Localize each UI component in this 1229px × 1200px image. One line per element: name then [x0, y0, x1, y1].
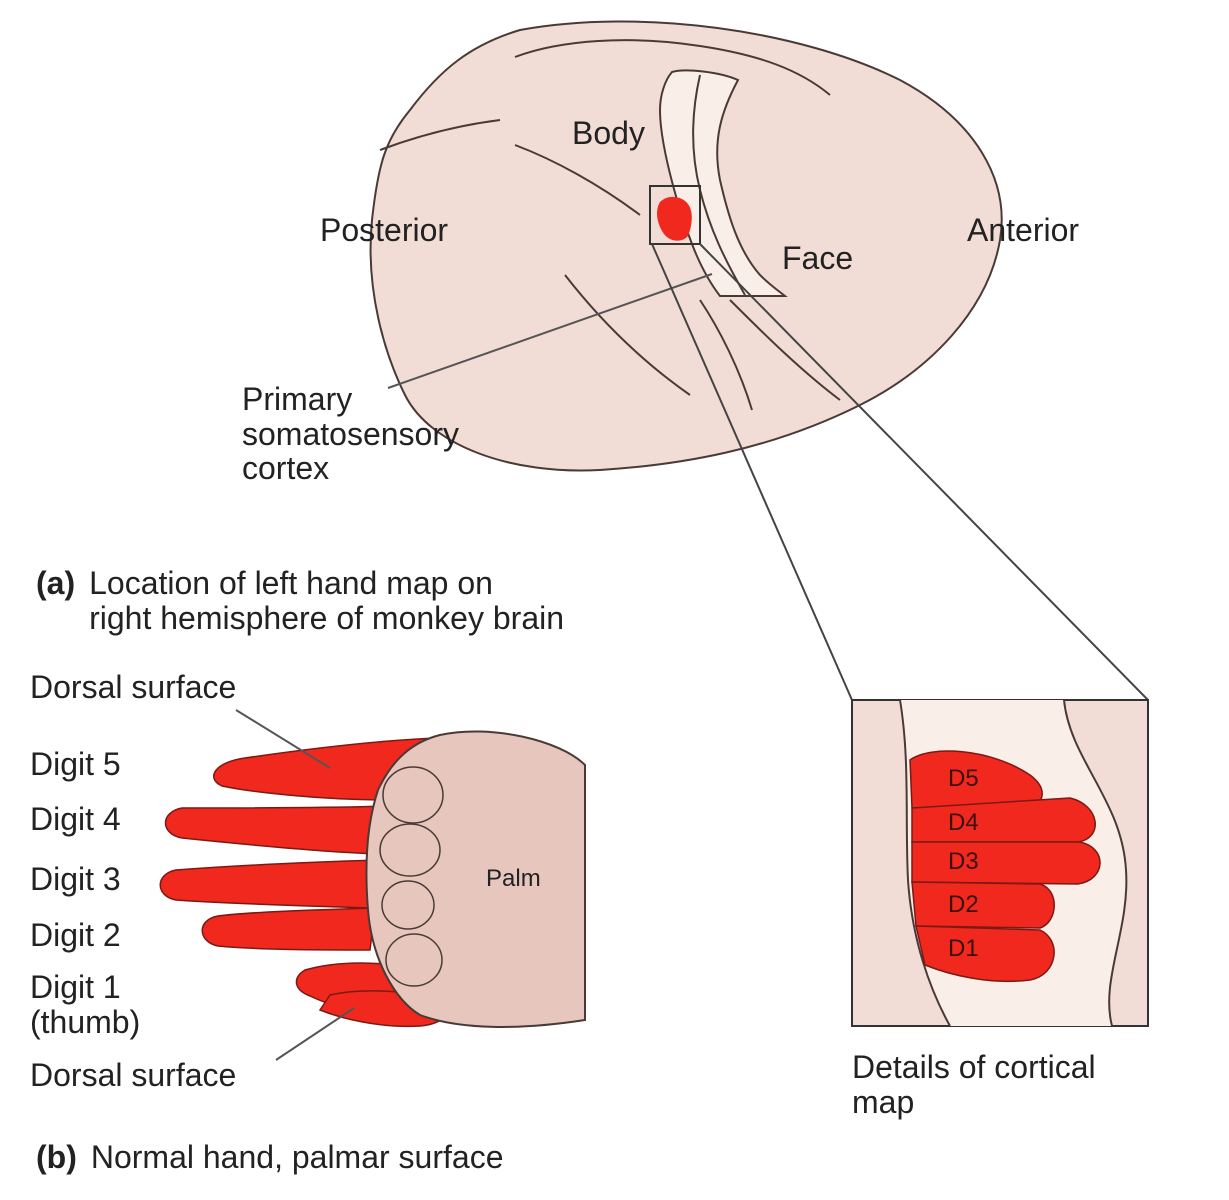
label-posterior: Posterior	[320, 212, 449, 248]
label-digit-1-thumb: Digit 1 (thumb)	[30, 969, 141, 1040]
finger-2	[201, 907, 376, 951]
map-label-d3: D3	[948, 848, 979, 875]
map-d3	[911, 841, 1101, 885]
brain-illustration	[369, 20, 1003, 472]
dorsal-top-leader	[235, 709, 331, 769]
map-d1	[915, 925, 1055, 983]
lower-sulcus-3	[729, 299, 841, 401]
caption-a: (a) Location of left hand map on right h…	[36, 565, 565, 637]
finger-4	[164, 805, 391, 855]
pad-5	[382, 766, 444, 824]
caption-cortical-map: Details of cortical map	[852, 1049, 1096, 1120]
lower-sulcus-2	[699, 299, 753, 411]
label-digit-4: Digit 4	[30, 801, 121, 837]
caption-b: (b) Normal hand, palmar surface	[36, 1139, 504, 1175]
label-dorsal-surface-top: Dorsal surface	[30, 669, 237, 705]
pad-3	[381, 880, 435, 930]
zoom-line-left	[651, 243, 853, 701]
dorsal-bottom-leader	[275, 1007, 355, 1061]
label-dorsal-surface-bottom: Dorsal surface	[30, 1057, 237, 1093]
label-face: Face	[782, 240, 854, 276]
label-palm: Palm	[486, 865, 541, 892]
map-label-d1: D1	[948, 935, 979, 962]
zoom-line-right	[699, 243, 1149, 701]
posterior-sulcus	[514, 144, 641, 216]
brain-outline	[369, 20, 1003, 472]
caption-a-text: Location of left hand map on right hemis…	[89, 565, 565, 637]
caption-b-text: Normal hand, palmar surface	[90, 1139, 504, 1175]
cortical-boundary-right	[1063, 699, 1128, 1027]
hand-illustration	[159, 709, 586, 1061]
map-label-d4: D4	[948, 809, 979, 836]
caption-b-letter: (b)	[36, 1139, 77, 1175]
brain-dorsal-ridge	[379, 119, 501, 151]
cortex-leader-line	[387, 273, 713, 389]
finger-3	[159, 859, 381, 909]
label-anterior: Anterior	[967, 212, 1080, 248]
pad-4	[379, 823, 441, 877]
label-digit-2: Digit 2	[30, 917, 121, 953]
label-body: Body	[572, 115, 645, 151]
map-label-d5: D5	[948, 765, 979, 792]
cortical-map-detail	[851, 699, 1149, 1027]
map-d2	[911, 881, 1055, 929]
hand-map-blob	[657, 196, 692, 241]
brain-top-fold	[514, 39, 831, 96]
cortex-strip	[658, 69, 788, 297]
caption-a-letter: (a)	[36, 565, 76, 601]
label-digit-3: Digit 3	[30, 861, 121, 897]
pad-2	[385, 933, 443, 987]
hand-map-box	[649, 185, 701, 245]
label-digit-5: Digit 5	[30, 746, 121, 782]
map-label-d2: D2	[948, 891, 979, 918]
label-primary-somatosensory-cortex: Primary somatosensory cortex	[242, 381, 459, 487]
cortical-boundary-left	[899, 699, 951, 1027]
lower-sulcus-1	[564, 274, 691, 396]
